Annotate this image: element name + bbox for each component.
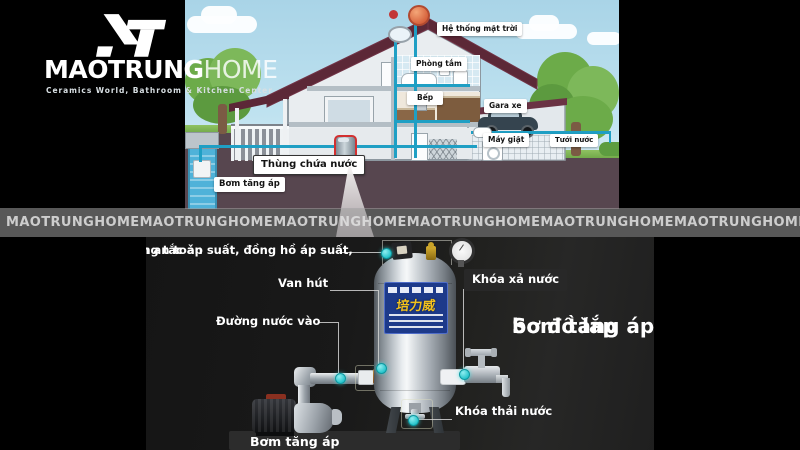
watermark-text: MAOTRUNGHOME	[139, 215, 274, 230]
label-solar-system: Hệ thống mặt trời	[437, 22, 523, 36]
faucet-handle-knob	[491, 348, 497, 357]
water-pipe	[199, 148, 202, 162]
cloud	[529, 15, 559, 31]
label-irrigation: Tưới nước	[550, 134, 599, 147]
faucet-body	[464, 366, 500, 383]
cloud	[587, 32, 619, 45]
porch-post	[283, 99, 287, 160]
label-waste-valve: Khóa thải nước	[455, 404, 553, 418]
pressure-tank: 培力威	[374, 253, 456, 413]
car	[488, 110, 522, 119]
well-pump	[193, 160, 211, 178]
stairs	[429, 139, 457, 159]
leader-line	[463, 289, 464, 370]
tank-label-rows	[389, 314, 443, 329]
drain-stub	[409, 403, 421, 413]
tank-label-bars	[388, 287, 443, 293]
watermark-text: MAOTRUNGHOME	[673, 215, 800, 230]
leader-line	[318, 322, 338, 323]
tank-leg	[386, 407, 401, 433]
gauge-stem	[458, 260, 464, 267]
brand-name-secondary: HOME	[203, 55, 278, 84]
label-suction-valve: Van hút	[278, 276, 329, 290]
connection-dot	[459, 369, 470, 380]
interior-wall	[391, 57, 395, 160]
drain-bracket	[401, 399, 433, 429]
safety-valve-icon	[426, 242, 436, 260]
watermark-text: MAOTRUNGHOME	[273, 215, 407, 230]
label-pressure-group-line2: van an toàn	[146, 243, 203, 257]
label-kitchen: Bếp	[407, 91, 444, 105]
water-pipe	[394, 120, 470, 123]
leader-line	[341, 252, 383, 253]
floor-slab	[289, 122, 480, 127]
watermark-strip: MAOTRUNGHOME MAOTRUNGHOME MAOTRUNGHOME M…	[0, 208, 800, 237]
leader-line	[418, 419, 452, 420]
label-drain-tap: Khóa xả nước	[464, 269, 568, 291]
label-washing-machine: Máy giặt	[483, 133, 530, 147]
watermark-text: MAOTRUNGHOME	[406, 215, 541, 230]
solar-heater-ball	[408, 5, 430, 26]
roof-finial	[389, 10, 398, 19]
connection-dot	[376, 363, 387, 374]
brand-name: MAOTRUNGHOME	[44, 55, 278, 84]
sprinkler-riser	[609, 134, 611, 143]
label-bathroom: Phòng tắm	[411, 57, 467, 71]
porch-post	[235, 108, 239, 160]
watermark-text: MAOTRUNGHOME	[6, 215, 140, 230]
pump-motor-cap	[266, 394, 286, 401]
leader-line	[338, 322, 339, 374]
label-booster-pump: Bơm tăng áp	[214, 177, 285, 192]
leader-line	[378, 290, 379, 366]
brand-name-primary: MAOTRUNG	[44, 55, 204, 84]
pressure-switch-icon	[391, 241, 413, 260]
connection-dot	[381, 248, 392, 259]
faucet-spout	[502, 378, 510, 397]
tank-brand-text: 培力威	[395, 299, 437, 314]
pump-outlet	[332, 409, 342, 425]
label-water-tank: Thùng chứa nước	[253, 155, 366, 175]
diagram-title-line1: Sơ đồ lắp	[512, 314, 617, 338]
booster-pump-head	[294, 403, 334, 433]
tank-label: 培力威	[384, 282, 448, 334]
cloud	[201, 6, 237, 24]
water-pipe	[394, 84, 470, 87]
mt-monogram-icon	[96, 14, 167, 57]
label-booster-pump-photo: Bơm tăng áp	[250, 434, 340, 449]
connection-dot	[408, 415, 419, 426]
faucet-handle	[468, 349, 494, 356]
connection-dot	[335, 373, 346, 384]
diagram-title-line2: bơm tăng áp	[512, 314, 654, 338]
inlet-union-nut	[358, 370, 374, 385]
water-pipe	[471, 131, 611, 134]
label-pressure-group-line1: Công tắc áp suất, đồng hồ áp suất,	[146, 243, 353, 257]
booster-pump-motor	[252, 399, 296, 433]
label-garage: Gara xe	[484, 99, 527, 113]
pipe-connector	[473, 127, 492, 138]
window	[324, 96, 374, 126]
leader-line	[330, 290, 378, 291]
pump-foot	[256, 432, 294, 436]
bush	[599, 142, 619, 156]
well-cap	[185, 132, 219, 149]
watermark-text: MAOTRUNGHOME	[540, 215, 674, 230]
brand-tagline: Ceramics World, Bathroom & Kitchen Cente…	[46, 86, 273, 95]
pump-installation-diagram: 培力威	[146, 237, 654, 450]
water-pipe	[414, 20, 417, 158]
skylight	[388, 26, 412, 43]
water-pipe	[394, 40, 397, 158]
faucet-handle-knob	[465, 348, 471, 357]
label-water-inlet: Đường nước vào	[216, 314, 321, 328]
faucet-stem	[478, 355, 485, 368]
tree-trunk	[218, 104, 227, 134]
house-illustration: Hệ thống mặt trời Phòng tắm Bếp Gara xe …	[185, 0, 619, 209]
